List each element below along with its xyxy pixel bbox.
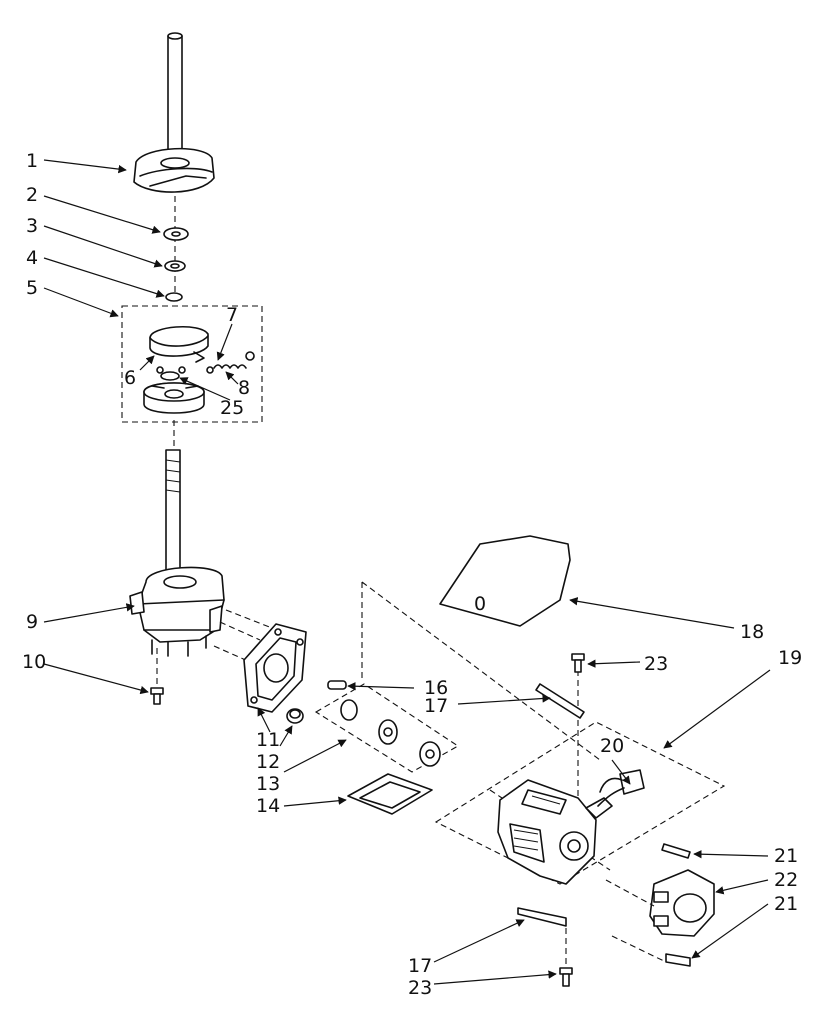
part-18-shield: 0 <box>439 535 571 627</box>
part-12-plug <box>286 708 304 724</box>
part-5-clutch-hub <box>143 382 205 414</box>
part-2-washer <box>163 227 189 241</box>
callout-23-upper: 23 <box>644 653 668 675</box>
callout-23-lower: 23 <box>408 977 432 999</box>
callout-18: 18 <box>740 621 764 643</box>
callout-21-upper: 21 <box>774 845 798 867</box>
callout-1: 1 <box>26 150 38 172</box>
part-11-cover-plate <box>243 623 307 713</box>
part-23-screw-lower <box>559 967 573 987</box>
part-17-rod-lower <box>517 907 567 927</box>
part-25-clip <box>156 366 186 381</box>
callout-6: 6 <box>124 367 136 389</box>
leader-lines <box>43 159 771 985</box>
callout-5: 5 <box>26 277 38 299</box>
callout-17-lower: 17 <box>408 955 432 977</box>
part-21-clip-lower <box>665 953 691 967</box>
shield-mark: 0 <box>474 593 486 615</box>
part-19-motor <box>497 779 613 885</box>
callout-11: 11 <box>256 729 280 751</box>
part-4-thrust-washer <box>165 292 183 302</box>
part-5-clutch-kit-outline <box>121 305 263 423</box>
callout-12: 12 <box>256 751 280 773</box>
part-22-cover <box>649 869 715 937</box>
part-13-gears <box>340 699 441 767</box>
part-1-agitator-drive-cam <box>133 32 215 193</box>
part-7-spring <box>206 351 255 374</box>
callout-16: 16 <box>424 677 448 699</box>
part-3-retaining-ring <box>164 260 186 272</box>
part-23-screw-upper <box>571 653 585 673</box>
callout-21-lower: 22 <box>774 869 798 891</box>
part-10-screw <box>150 687 164 705</box>
part-17-rod-upper <box>535 683 585 719</box>
part-14-pad <box>347 773 433 815</box>
callout-25: 25 <box>220 397 244 419</box>
part-21-clip-upper <box>661 843 691 859</box>
callout-22: 21 <box>774 893 798 915</box>
callout-2: 2 <box>26 184 38 206</box>
callout-19: 19 <box>778 647 802 669</box>
callout-9: 9 <box>26 611 38 633</box>
callout-17-upper: 17 <box>424 695 448 717</box>
callout-20: 20 <box>600 735 624 757</box>
callout-3: 3 <box>26 215 38 237</box>
part-6-clutch-band <box>149 325 209 363</box>
callout-7: 7 <box>226 304 238 326</box>
callout-8: 8 <box>238 377 250 399</box>
part-9-transmission <box>129 449 225 657</box>
callout-10: 10 <box>22 651 46 673</box>
projection-lines-cover <box>605 879 667 963</box>
part-19-motor-assembly-outline <box>434 721 726 885</box>
callout-4: 4 <box>26 247 38 269</box>
callout-14: 14 <box>256 795 280 817</box>
callout-labels: 1 2 3 4 5 6 7 8 25 9 10 11 12 13 14 16 1… <box>22 150 802 999</box>
part-16-pin <box>327 680 347 690</box>
callout-13: 13 <box>256 773 280 795</box>
